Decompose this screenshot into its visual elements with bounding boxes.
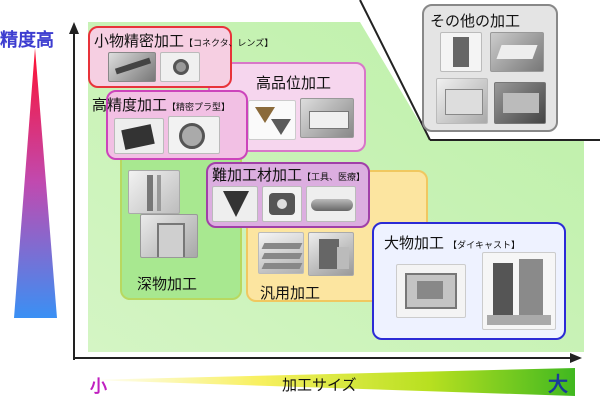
precision-axis-triangle: [14, 48, 57, 318]
general-machining-photo-2: [308, 232, 354, 276]
size-axis-label: 加工サイズ: [282, 376, 357, 394]
high-quality-photo-2: [300, 98, 354, 138]
large-machining-photo-1: [396, 264, 466, 318]
high-precision-title-text: 高精度加工: [92, 96, 168, 114]
difficult-material-title-text: 難加工材加工: [212, 166, 303, 184]
difficult-material-photo-2: [262, 186, 302, 222]
difficult-material-note: 【工具、医療】: [302, 173, 366, 183]
difficult-material-title: 難加工材加工【工具、医療】: [212, 164, 365, 185]
other-machining-photo-2: [490, 32, 544, 72]
small-precision-photo-1: [108, 52, 156, 82]
high-quality-photo-1: [248, 100, 296, 140]
precision-axis-label: 精度高: [0, 30, 54, 51]
y-axis-arrowhead: [69, 22, 79, 34]
size-axis-small-label: 小: [90, 377, 107, 397]
high-precision-photo-1: [114, 118, 164, 154]
high-precision-photo-2: [168, 116, 220, 154]
small-precision-note: 【コネクタ、レンズ】: [184, 39, 274, 49]
small-precision-title: 小物精密加工【コネクタ、レンズ】: [94, 30, 273, 51]
small-precision-title-text: 小物精密加工: [94, 32, 185, 50]
x-axis-arrowhead: [570, 353, 582, 363]
deep-machining-title: 深物加工: [137, 275, 198, 293]
deep-machining-photo-2: [140, 214, 198, 258]
size-axis-triangle: [88, 368, 575, 396]
size-axis-large-label: 大: [548, 372, 568, 396]
large-machining-note: 【ダイキャスト】: [448, 241, 521, 251]
other-machining-photo-4: [494, 82, 546, 124]
small-precision-photo-2: [160, 52, 200, 82]
other-machining-title: その他の加工: [430, 12, 521, 30]
other-machining-photo-3: [436, 78, 488, 124]
large-machining-photo-2: [482, 252, 556, 330]
general-machining-title: 汎用加工: [260, 284, 321, 302]
large-machining-title-text: 大物加工: [384, 234, 445, 252]
deep-machining-photo-1: [128, 170, 180, 214]
large-machining-title: 大物加工【ダイキャスト】: [384, 232, 520, 253]
high-quality-title: 高品位加工: [256, 74, 332, 92]
other-machining-photo-1: [440, 32, 482, 72]
difficult-material-photo-3: [306, 186, 356, 222]
high-precision-title: 高精度加工【精密プラ型】: [92, 94, 230, 115]
high-precision-note: 【精密プラ型】: [167, 103, 231, 113]
difficult-material-photo-1: [212, 186, 258, 222]
general-machining-photo-1: [258, 232, 304, 274]
